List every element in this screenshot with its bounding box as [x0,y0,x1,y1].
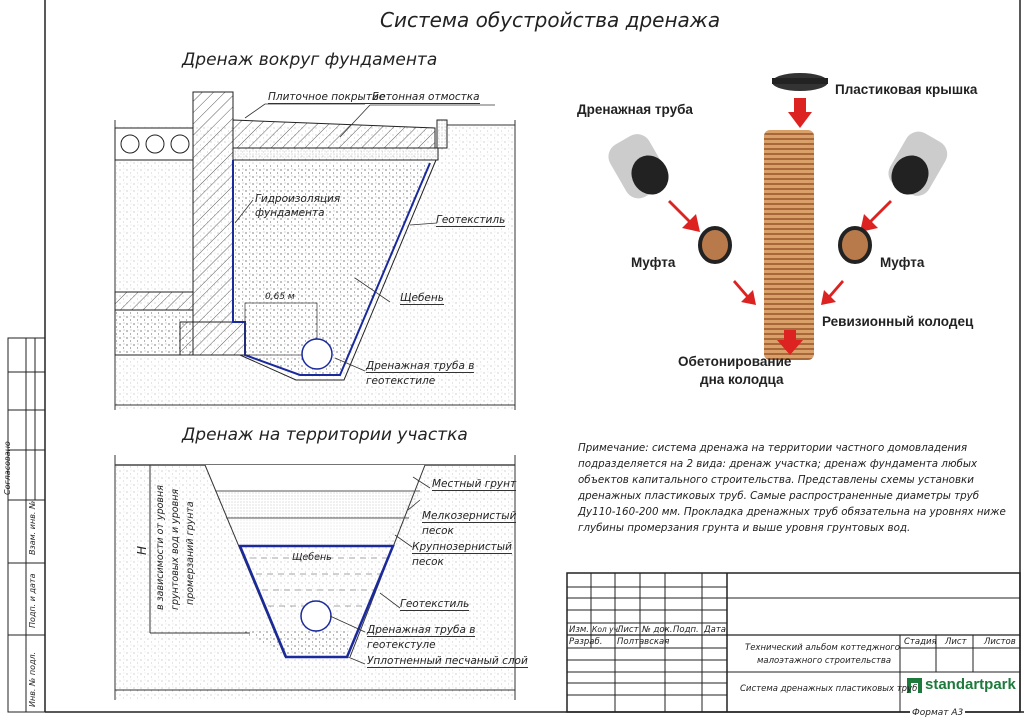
header-doc: № док. [642,625,673,635]
header-list: Лист [617,625,639,635]
foundation-drainage-drawing [114,91,516,410]
title-block-grid [566,572,1021,713]
label-coupling-left: Муфта [631,255,676,270]
developer-name: Полтавская [617,637,670,647]
label-waterproofing: Гидроизоляция [255,193,341,205]
label-geotextile-site: Геотекстиль [400,598,470,611]
foundation-heading: Дренаж вокруг фундамента [182,50,438,70]
label-concrete: Бетонная отмостка [372,91,480,104]
depth-note-2: грунтовых вод и уровня [170,488,181,610]
stamp-agreed: Согласовано [3,441,12,495]
sheet-name: Система дренажных пластиковых труб [740,684,918,694]
label-coarse-sand-2: песок [412,556,444,568]
depth-symbol: H [135,545,149,555]
site-drainage-drawing [114,455,516,700]
label-pipe-2: геотекстиле [366,375,436,387]
label-base-2: дна колодца [700,372,784,387]
note-line: Ду110-160-200 мм. Прокладка дренажных тр… [578,506,1006,518]
label-local-soil: Местный грунт [432,478,517,491]
header-izm: Изм. [569,625,589,635]
stamp-sign-date: Подп. и дата [28,573,37,629]
header-kol: Кол уч. [592,625,621,634]
drain-pipe-right-image [888,131,948,196]
label-gravel-site: Щебень [292,552,332,563]
label-compacted: Уплотненный песчаный слой [367,655,528,668]
developer-role: Разраб. [569,637,603,647]
stage-header: Стадия [904,637,937,647]
stamp-swap-inv: Взам. инв. № [28,500,37,555]
label-gravel: Щебень [400,292,444,305]
logo-text: standartpark [925,676,1016,693]
header-date: Дата [704,625,727,635]
logo-icon [907,678,922,693]
label-well: Ревизионный колодец [822,314,974,329]
note-line: глубины промерзания грунта и выше уровня… [578,522,911,534]
note-line: подразделяется на 2 вида: дренаж участка… [578,458,978,470]
label-coupling-right: Муфта [880,255,925,270]
sheet-header: Лист [945,637,967,647]
album-title-2: малоэтажного строительства [757,656,892,666]
note-line: Примечание: система дренажа на территори… [578,442,968,454]
label-geotextile: Геотекстиль [436,214,506,227]
note-block: Примечание: система дренажа на территори… [578,440,1006,536]
sheet-title: Система обустройства дренажа [380,8,721,32]
well-illustration [608,73,948,360]
label-pipe-site-2: геотекстуле [367,639,436,651]
label-base: Обетонирование [678,354,792,369]
depth-note-3: промерзаний грунта [185,501,196,605]
stamp-inv-orig: Инв. № подл. [28,651,37,707]
depth-note: в зависимости от уровня [155,485,166,610]
site-heading: Дренаж на территории участка [182,425,468,445]
format-label: Формат А3 [910,708,966,719]
album-title: Технический альбом коттеджного [745,643,900,653]
label-coarse-sand: Крупнозернистый [412,541,512,554]
label-drain-pipe: Дренажная труба [577,102,693,117]
dimension-label: 0,65 м [265,292,295,302]
label-waterproofing-2: фундамента [255,207,325,219]
drain-pipe-left-image [608,134,669,199]
label-fine-sand: Мелкозернистый [422,510,517,523]
header-sign: Подп. [673,625,699,635]
label-pipe: Дренажная труба в [366,360,475,373]
label-tile: Плиточное покрытие [268,91,386,104]
note-line: объектов капитального строительства. Пре… [578,474,974,486]
label-fine-sand-2: песок [422,525,454,537]
note-line: дренажных пластиковых труб. Самые распро… [578,490,980,502]
label-pipe-site: Дренажная труба в [367,624,476,637]
label-lid: Пластиковая крышка [835,82,978,97]
sheets-header: Листов [984,637,1016,647]
